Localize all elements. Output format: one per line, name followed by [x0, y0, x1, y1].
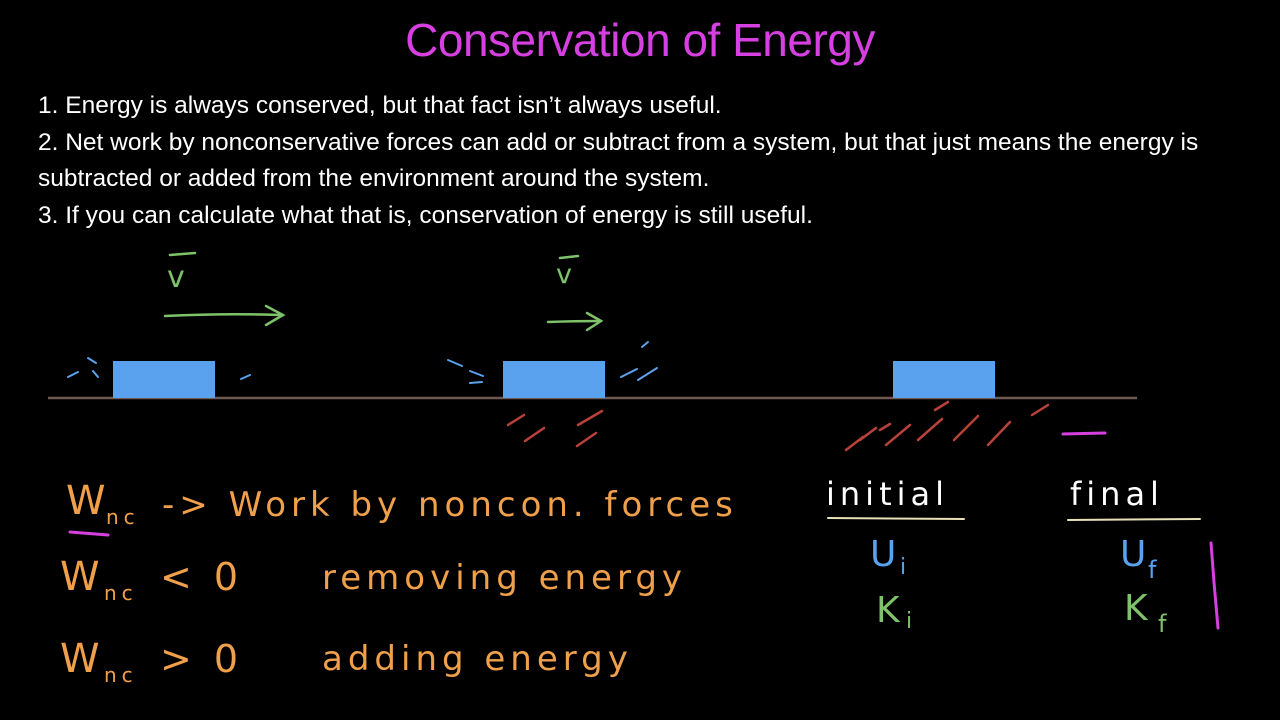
key-point-3: 3. If you can calculate what that is, co… — [38, 201, 813, 229]
scene-2: v — [447, 254, 658, 448]
energy-table: initial final U i K i U f K f — [826, 475, 1220, 638]
slide-title: Conservation of Energy — [405, 14, 875, 66]
k-final: K — [1124, 588, 1153, 629]
note-row-2-symbol: W — [60, 554, 105, 600]
u-final-subscript: f — [1148, 556, 1161, 584]
note-row-1: W nc -> Work by noncon. forces — [66, 478, 738, 537]
block-1 — [113, 361, 215, 398]
velocity-label-1: v — [167, 251, 197, 295]
friction-marks-3 — [844, 400, 1050, 452]
key-point-1: 1. Energy is always conserved, but that … — [38, 92, 722, 119]
note-row-2-text: removing energy — [322, 558, 687, 598]
k-initial-subscript: i — [906, 609, 917, 634]
note-row-3-text: adding energy — [322, 639, 633, 679]
velocity-label-2: v — [556, 254, 580, 290]
final-underline — [1067, 518, 1201, 521]
velocity-label-1-text: v — [167, 260, 190, 295]
note-row-3: W nc > 0 adding energy — [60, 636, 633, 687]
velocity-label-2-text: v — [556, 259, 577, 290]
handwritten-notes: W nc -> Work by noncon. forces W nc < 0 … — [60, 478, 738, 687]
velocity-arrow-1 — [163, 304, 286, 327]
scene-1: v — [67, 251, 286, 398]
note-row-3-relation: > 0 — [160, 637, 243, 681]
u-final: U — [1120, 534, 1151, 575]
u-initial-subscript: i — [900, 555, 911, 580]
scene-3 — [844, 361, 1107, 452]
note-row-3-symbol: W — [60, 636, 105, 682]
note-row-3-subscript: nc — [104, 663, 138, 687]
note-row-2-subscript: nc — [104, 581, 138, 605]
note-row-1-underline — [68, 530, 110, 537]
k-final-subscript: f — [1158, 610, 1171, 638]
motion-marks-1 — [67, 357, 251, 380]
motion-marks-2 — [447, 341, 658, 384]
block-3 — [893, 361, 995, 398]
key-points-list: 1. Energy is always conserved, but that … — [38, 88, 1258, 234]
note-row-1-text: -> Work by noncon. forces — [162, 485, 738, 525]
note-row-1-subscript: nc — [106, 505, 140, 529]
final-bracket — [1209, 541, 1220, 630]
note-row-2-relation: < 0 — [160, 555, 243, 599]
block-2 — [503, 361, 605, 398]
final-header: final — [1070, 475, 1164, 513]
note-row-1-symbol: W — [66, 478, 111, 524]
final-position-mark — [1061, 431, 1107, 436]
key-point-2: 2. Net work by nonconservative forces ca… — [38, 128, 1199, 193]
friction-marks-2 — [506, 409, 604, 448]
k-initial: K — [876, 590, 905, 631]
initial-underline — [827, 517, 965, 520]
initial-header: initial — [826, 475, 949, 513]
u-initial: U — [870, 534, 901, 575]
velocity-arrow-2 — [546, 311, 604, 332]
note-row-2: W nc < 0 removing energy — [60, 554, 687, 605]
